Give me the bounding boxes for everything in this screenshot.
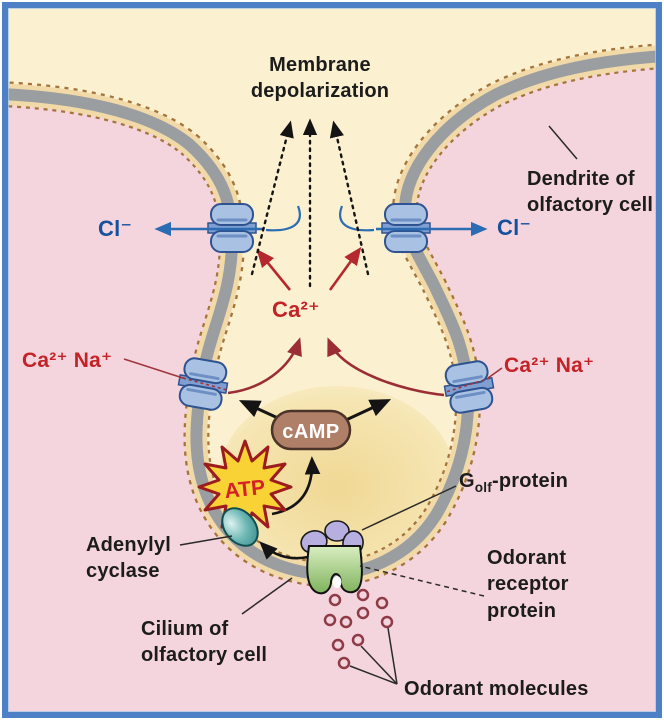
- odorant-molecule: [337, 656, 351, 670]
- golf-suffix-text: -protein: [491, 470, 569, 492]
- dendrite-label: Dendrite of olfactory cell: [527, 168, 654, 217]
- g-olf-protein-subunit: [324, 520, 350, 542]
- cation-label-leaders: [123, 358, 503, 393]
- calcium-sodium-label-right: Ca²⁺ Na⁺: [504, 354, 595, 377]
- odorant-molecule: [356, 588, 370, 602]
- odorant-receptor-complex: [300, 520, 364, 595]
- adenylyl-cyclase-label: Adenylyl cyclase: [86, 534, 171, 583]
- odorant-molecule: [375, 596, 389, 610]
- camp-label: cAMP: [282, 421, 340, 443]
- chloride-ion-label-left: Cl⁻: [98, 216, 133, 241]
- odorant-molecule: [331, 638, 345, 652]
- odorant-molecule: [328, 593, 342, 607]
- calcium-ion-label-center: Ca²⁺: [272, 297, 320, 322]
- calcium-to-chloride-arrows: [256, 246, 362, 291]
- odorant-molecule: [351, 633, 365, 647]
- odorant-molecule: [380, 615, 394, 629]
- calcium-sodium-label-left: Ca²⁺ Na⁺: [22, 349, 113, 372]
- odorant-molecules: [323, 588, 394, 670]
- chloride-ion-label-right: Cl⁻: [497, 215, 532, 240]
- cilium-label: Cilium of olfactory cell: [141, 618, 268, 667]
- chloride-flux-right: [339, 205, 488, 237]
- golf-protein-label: Golf-protein: [459, 468, 568, 497]
- odorant-receptor-label: Odorant receptor protein: [487, 547, 569, 622]
- golf-subscript-text: olf: [474, 480, 492, 495]
- golf-base-text: G: [459, 470, 475, 492]
- odorant-receptor-protein-shape: [306, 545, 363, 595]
- label-leader-lines: [179, 125, 578, 685]
- chloride-flux-left: [154, 205, 301, 237]
- odorant-molecule: [339, 615, 353, 629]
- camp-capsule: [270, 409, 352, 451]
- membrane-depolarization-label: Membrane depolarization: [250, 54, 390, 103]
- receptor-binding-pocket: [332, 576, 342, 588]
- depolarization-arrows: [250, 118, 370, 288]
- odorant-molecules-label: Odorant molecules: [404, 678, 589, 700]
- atp-label: ATP: [223, 475, 267, 504]
- odorant-molecule: [356, 606, 370, 620]
- odorant-molecule: [323, 613, 337, 627]
- cation-influx-arrows: [227, 337, 445, 397]
